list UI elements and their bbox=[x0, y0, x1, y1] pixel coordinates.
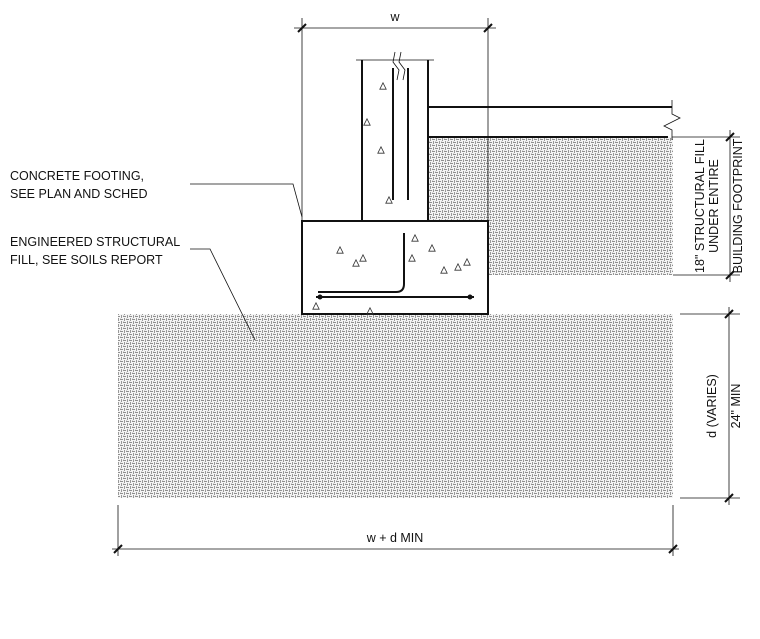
aggregate-triangle bbox=[366, 306, 374, 315]
concrete-aggregate bbox=[312, 81, 471, 315]
aggregate-triangle bbox=[428, 243, 436, 252]
aggregate-triangle bbox=[463, 257, 471, 266]
aggregate-triangle bbox=[454, 262, 462, 271]
structural-fill-label-3: BUILDING FOOTPRINT bbox=[731, 138, 745, 273]
bottom-width-dimension: w + d MIN bbox=[112, 505, 679, 556]
fill-note-line2: FILL, SEE SOILS REPORT bbox=[10, 253, 163, 267]
fill-note-line1: ENGINEERED STRUCTURAL bbox=[10, 235, 180, 249]
aggregate-triangle bbox=[336, 245, 344, 254]
aggregate-triangle bbox=[363, 117, 371, 126]
aggregate-triangle bbox=[312, 301, 320, 310]
depth-label-1: d (VARIES) bbox=[705, 374, 719, 438]
engineered-fill-area bbox=[118, 314, 673, 498]
slab-on-grade bbox=[427, 100, 681, 140]
depth-dimension: d (VARIES) 24" MIN bbox=[680, 307, 743, 505]
structural-fill-label-1: 18" STRUCTURAL FILL bbox=[693, 139, 707, 273]
footing-note-line1: CONCRETE FOOTING, bbox=[10, 169, 144, 183]
fill-note: ENGINEERED STRUCTURAL FILL, SEE SOILS RE… bbox=[10, 235, 256, 341]
footing-note: CONCRETE FOOTING, SEE PLAN AND SCHED bbox=[10, 169, 303, 218]
top-width-label: w bbox=[389, 10, 400, 24]
bottom-width-label: w + d MIN bbox=[366, 531, 424, 545]
aggregate-triangle bbox=[377, 145, 385, 154]
concrete-footing bbox=[301, 220, 489, 315]
structural-fill-label-2: UNDER ENTIRE bbox=[707, 159, 721, 253]
depth-label-2: 24" MIN bbox=[729, 384, 743, 429]
foundation-wall bbox=[356, 51, 434, 221]
aggregate-triangle bbox=[352, 258, 360, 267]
fill-leader-line bbox=[190, 248, 256, 341]
aggregate-triangle bbox=[385, 195, 393, 204]
aggregate-triangle bbox=[379, 81, 387, 90]
footing-note-line2: SEE PLAN AND SCHED bbox=[10, 187, 148, 201]
aggregate-triangle bbox=[408, 253, 416, 262]
top-width-dimension: w bbox=[294, 10, 496, 221]
structural-fill-dimension: 18" STRUCTURAL FILL UNDER ENTIRE BUILDIN… bbox=[672, 130, 745, 282]
aggregate-triangle bbox=[440, 265, 448, 274]
aggregate-triangle bbox=[411, 233, 419, 242]
footing-leader-line bbox=[190, 183, 303, 218]
aggregate-triangle bbox=[359, 253, 367, 262]
